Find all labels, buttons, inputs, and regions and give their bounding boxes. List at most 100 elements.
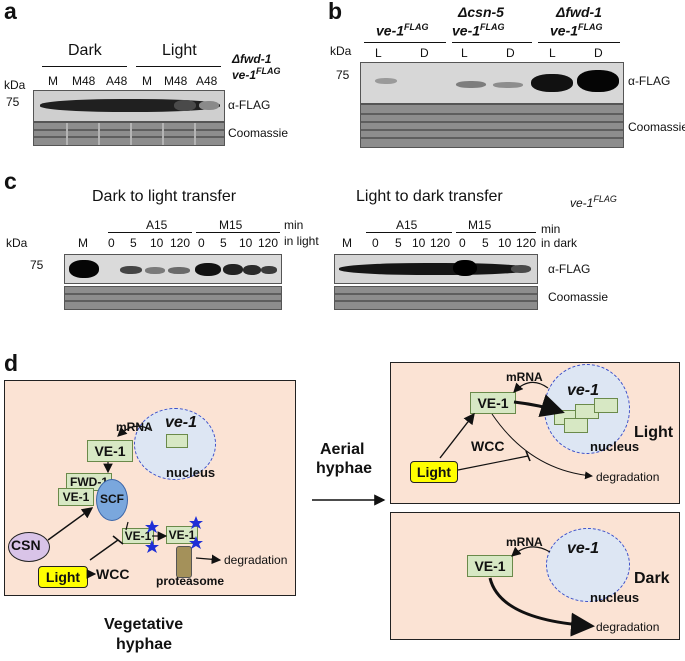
a-lane-3: A48 — [106, 74, 128, 88]
c-left-unit-2: in light — [284, 234, 319, 248]
left-light-box: Light — [38, 566, 88, 588]
c-left-lane-8: 10 — [239, 236, 253, 250]
light-induction-arrow — [439, 412, 475, 459]
c-left-lane-7: 5 — [220, 236, 227, 250]
dark-degradation: degradation — [596, 620, 660, 634]
c-left-title: Dark to light transfer — [92, 188, 237, 205]
c-left-lane-m: M — [78, 236, 88, 250]
c-left-unit-1: min — [284, 218, 304, 232]
c-left-band-m0 — [195, 263, 221, 276]
left-nucleus — [134, 408, 216, 480]
b-rule-2 — [452, 42, 532, 43]
b-lane-3: L — [461, 46, 468, 60]
dark-degradation-arrow — [488, 577, 595, 637]
left-degradation-arrow — [195, 554, 222, 565]
b-band-5 — [531, 74, 573, 92]
c-left-band-m — [69, 260, 99, 278]
c-left-marker-75: 75 — [30, 258, 44, 272]
light-degradation: degradation — [596, 470, 660, 484]
c-left-lane-5: 120 — [170, 236, 191, 250]
light-nuc-ve1-4 — [564, 418, 588, 433]
light-nuclear-import-arrow — [513, 394, 565, 418]
left-scf-link — [125, 521, 129, 531]
b-flag-blot — [360, 62, 624, 104]
ubiquitin-stars — [145, 516, 203, 553]
c-right-lane-3: 5 — [395, 236, 402, 250]
c-right-coomassie-blot — [334, 286, 538, 310]
proteasome-label: proteasome — [156, 574, 225, 588]
b-band-1 — [375, 78, 397, 84]
scf-complex — [96, 479, 128, 521]
c-right-lane-8: 10 — [498, 236, 512, 250]
left-ve1-protein: VE-1 — [87, 440, 133, 462]
panel-d-label: d — [4, 350, 19, 376]
b-coomassie-label: Coomassie — [628, 120, 685, 134]
b-lane-6: D — [594, 46, 603, 60]
c-left-lane-6: 0 — [198, 236, 205, 250]
a-lane-4: M — [142, 74, 152, 88]
c-right-band-m120 — [511, 265, 531, 273]
a-lane-1: M — [48, 74, 58, 88]
c-right-flag-blot — [334, 254, 538, 284]
a-flag-blot — [33, 90, 225, 122]
scf-label: SCF — [100, 492, 124, 506]
c-coomassie-label: Coomassie — [548, 290, 609, 304]
b-coomassie-blot — [360, 104, 624, 148]
b-strain-1: ve-1FLAG — [376, 22, 429, 39]
dark-mrna: mRNA — [506, 535, 543, 549]
light-mrna: mRNA — [506, 370, 543, 384]
c-genotype: ve-1FLAG — [570, 194, 617, 210]
c-right-lane-2: 0 — [372, 236, 379, 250]
c-left-lane-3: 5 — [130, 236, 137, 250]
aerial-label-2: hyphae — [316, 460, 373, 477]
a-coomassie-label: Coomassie — [228, 126, 289, 140]
c-left-group-a: A15 — [146, 218, 168, 232]
c-left-lane-4: 10 — [150, 236, 164, 250]
a-light-rule — [136, 66, 221, 67]
b-strain-2-line1: Δcsn-5 — [458, 4, 504, 20]
b-kda-label: kDa — [330, 44, 352, 58]
c-antibody-label: α-FLAG — [548, 262, 591, 276]
b-lane-2: D — [420, 46, 429, 60]
c-left-band-5 — [120, 266, 142, 274]
a-lane-5: M48 — [164, 74, 188, 88]
left-ve1-ub2: VE-1 — [166, 526, 198, 544]
light-degradation-arrow — [491, 413, 593, 480]
b-lane-4: D — [506, 46, 515, 60]
light-inhibit-bar — [525, 450, 531, 462]
csn-arrow — [47, 507, 94, 541]
c-right-unit-2: in dark — [541, 236, 578, 250]
a-lane-6: A48 — [196, 74, 218, 88]
c-right-lane-5: 120 — [430, 236, 451, 250]
c-right-lane-m: M — [342, 236, 352, 250]
dark-nucleus-label: nucleus — [590, 590, 640, 605]
b-rule-1 — [364, 42, 446, 43]
wcc-inhibit-bar — [112, 535, 124, 545]
c-right-band-row — [339, 263, 531, 275]
c-right-unit-1: min — [541, 222, 561, 236]
panel-b-label: b — [328, 0, 343, 24]
left-nuclear-ve1-block — [166, 434, 188, 448]
light-ve1-protein: VE-1 — [470, 392, 516, 414]
c-left-lane-2: 0 — [108, 236, 115, 250]
light-ve1-gene: ve-1 — [567, 382, 600, 399]
b-lane-1: L — [375, 46, 382, 60]
b-antibody-label: α-FLAG — [628, 74, 671, 88]
vegetative-caption-2: hyphae — [116, 636, 173, 653]
wcc-inhibit — [89, 539, 119, 561]
left-ve1-gene: ve-1 — [165, 414, 198, 431]
a-lane-2: M48 — [72, 74, 96, 88]
light-nucleus-label: nucleus — [590, 439, 640, 454]
c-right-lane-9: 120 — [516, 236, 537, 250]
aerial-label-1: Aerial — [320, 441, 365, 458]
a-marker-75: 75 — [6, 95, 20, 109]
dark-cell — [390, 512, 680, 640]
b-band-6 — [577, 70, 619, 92]
vegetative-caption-1: Vegetative — [104, 616, 184, 633]
c-left-rule-m — [196, 232, 280, 233]
c-right-title: Light to dark transfer — [356, 188, 503, 205]
c-right-group-m: M15 — [468, 218, 492, 232]
a-band-m48 — [174, 100, 196, 111]
a-dark-rule — [42, 66, 127, 67]
left-ve1-small: VE-1 — [58, 488, 94, 506]
